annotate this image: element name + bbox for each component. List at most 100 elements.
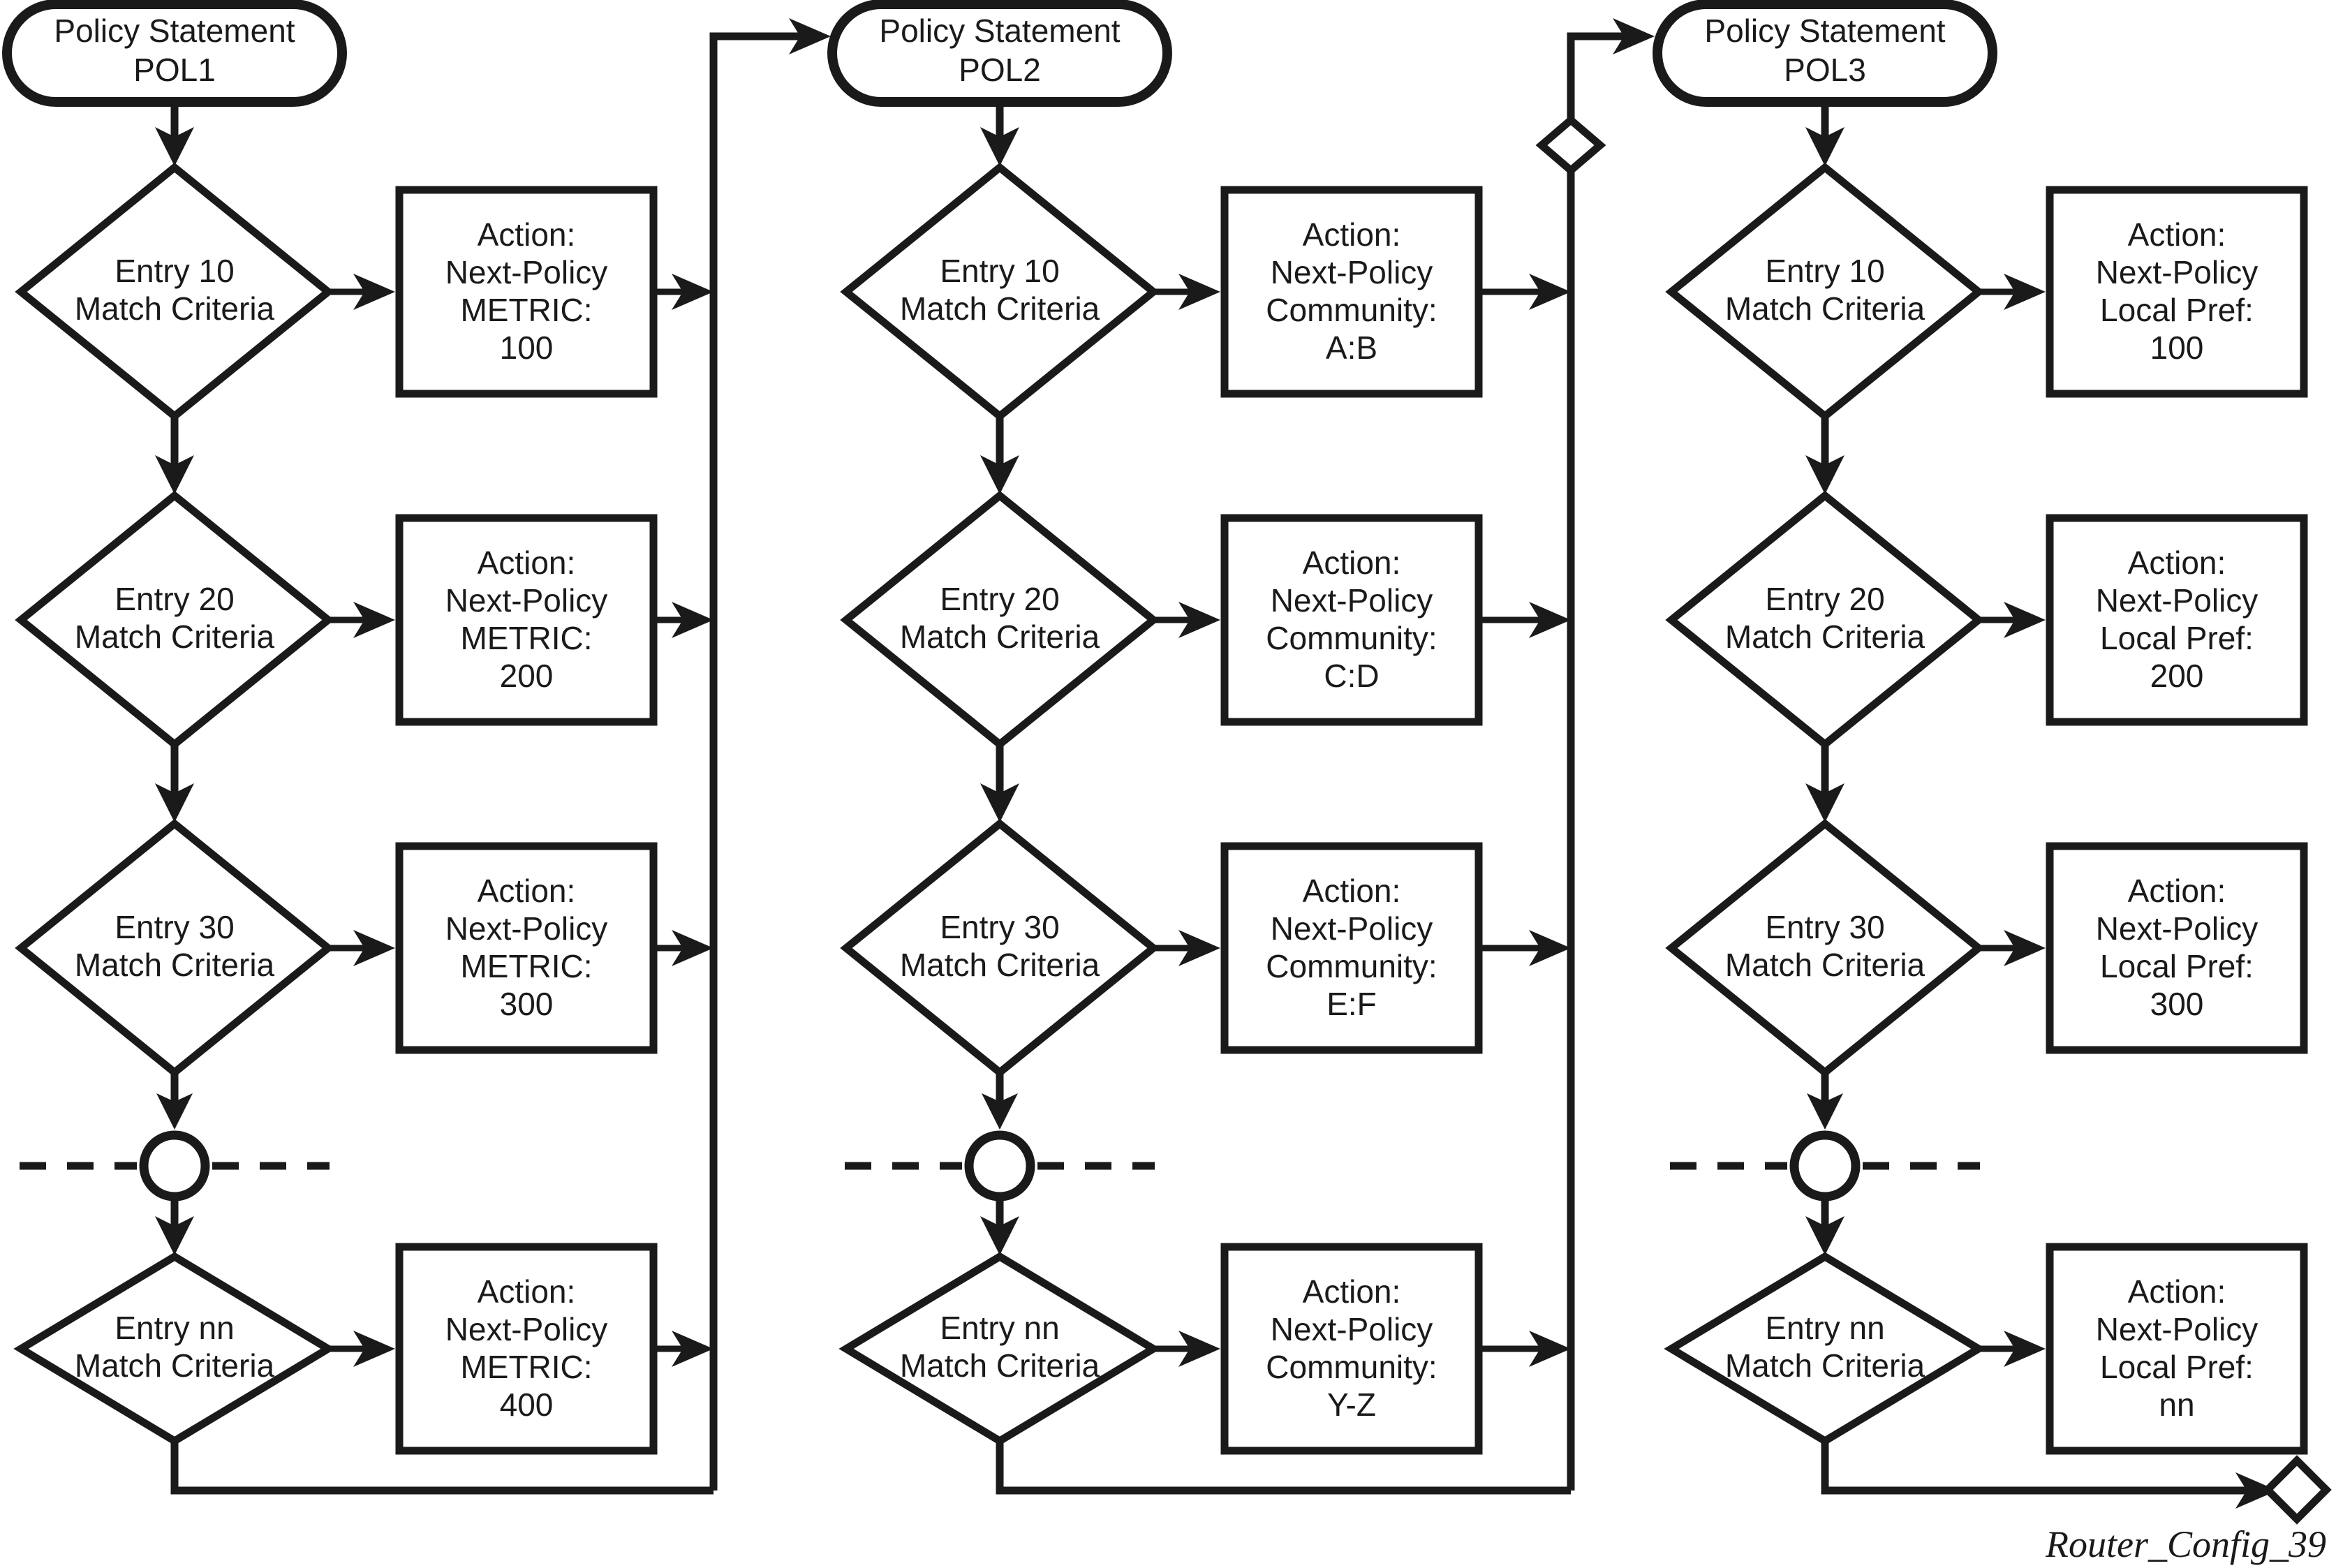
action-label-line1: Action: <box>478 1273 576 1310</box>
column-pol2: Policy Statement POL2 Entry 10 Match Cri… <box>827 0 1655 1495</box>
entry-node-pol1-20[interactable]: Entry 20 Match Criteria <box>15 490 334 750</box>
entry-label-line1: Entry 20 <box>940 581 1059 617</box>
entry-node-pol1-10[interactable]: Entry 10 Match Criteria <box>15 162 334 422</box>
action-box-shape <box>2046 186 2308 398</box>
action-label-line2: Next-Policy <box>1271 254 1433 290</box>
arrowhead-action30-collector <box>672 930 714 966</box>
continuation-circle-icon <box>1789 1130 1861 1201</box>
arrowhead-break-entrynn <box>155 1216 194 1255</box>
action-node-pol2-30[interactable]: Action: Next-Policy Community: E:F <box>1220 842 1483 1054</box>
entry-label-line2: Match Criteria <box>900 290 1100 327</box>
action-label-line1: Action: <box>2128 545 2226 581</box>
action-node-pol1-20[interactable]: Action: Next-Policy METRIC: 200 <box>395 514 658 726</box>
action-node-pol3-10[interactable]: Action: Next-Policy Local Pref: 100 <box>2046 186 2308 398</box>
entry-label-line1: Entry 20 <box>1765 581 1884 617</box>
entry-label-line2: Match Criteria <box>1725 1347 1925 1384</box>
arrowhead-collector-pol2 <box>789 18 831 54</box>
policy-title-line1: Policy Statement <box>1704 13 1945 49</box>
entry-label-line2: Match Criteria <box>1725 947 1925 983</box>
entry-label-line2: Match Criteria <box>1725 290 1925 327</box>
arrowhead-break-entrynn <box>980 1216 1019 1255</box>
arrowhead-break-entrynn <box>1805 1216 1845 1255</box>
policy-statement-pol2[interactable]: Policy Statement POL2 <box>827 0 1172 107</box>
arrowhead-entry20-entry30 <box>155 783 194 822</box>
entry-node-pol3-30[interactable]: Entry 30 Match Criteria <box>1665 818 1985 1078</box>
action-node-pol2-10[interactable]: Action: Next-Policy Community: A:B <box>1220 186 1483 398</box>
action-node-pol1-nn[interactable]: Action: Next-Policy METRIC: 400 <box>395 1243 658 1455</box>
arrowhead-pol3-entry10 <box>1805 127 1845 166</box>
entry-node-pol1-30[interactable]: Entry 30 Match Criteria <box>15 818 334 1078</box>
action-label-line4: A:B <box>1326 330 1377 366</box>
arrowhead-entry10-entry20 <box>1805 455 1845 494</box>
continuation-circle-icon <box>139 1130 210 1201</box>
action-label-line2: Next-Policy <box>2096 1311 2259 1347</box>
action-label-line3: METRIC: <box>460 620 592 656</box>
action-node-pol1-10[interactable]: Action: Next-Policy METRIC: 100 <box>395 186 658 398</box>
action-label-line1: Action: <box>478 216 576 253</box>
action-label-line3: Local Pref: <box>2100 292 2254 328</box>
action-node-pol2-nn[interactable]: Action: Next-Policy Community: Y-Z <box>1220 1243 1483 1455</box>
action-label-line4: E:F <box>1326 986 1377 1022</box>
action-label-line4: 300 <box>500 986 554 1022</box>
collector-line-pol1-to-pol2 <box>709 32 810 1491</box>
action-label-line3: METRIC: <box>460 948 592 984</box>
junction-diamond-icon <box>1535 114 1606 176</box>
action-box-shape <box>395 842 658 1054</box>
action-label-line1: Action: <box>2128 1273 2226 1310</box>
arrowhead-entrynn-actionnn <box>353 1331 395 1367</box>
entry-label-line1: Entry nn <box>114 1310 234 1346</box>
entry-label-line2: Match Criteria <box>75 619 275 655</box>
action-label-line2: Next-Policy <box>445 582 608 619</box>
arrowhead-pol2-entry10 <box>980 127 1019 166</box>
arrowhead-entry30-break <box>982 1093 1018 1130</box>
entry-node-pol2-nn[interactable]: Entry nn Match Criteria <box>838 1252 1161 1446</box>
action-box-shape <box>1220 1243 1483 1455</box>
entry-node-pol2-30[interactable]: Entry 30 Match Criteria <box>840 818 1160 1078</box>
action-node-pol1-30[interactable]: Action: Next-Policy METRIC: 300 <box>395 842 658 1054</box>
action-label-line2: Next-Policy <box>445 254 608 290</box>
action-label-line4: 400 <box>500 1386 554 1423</box>
entry-label-line2: Match Criteria <box>900 947 1100 983</box>
entry-label-line2: Match Criteria <box>900 1347 1100 1384</box>
entry-label-line1: Entry nn <box>1765 1310 1884 1346</box>
policy-title-line1: Policy Statement <box>54 13 295 49</box>
entry-label-line1: Entry nn <box>940 1310 1059 1346</box>
action-label-line2: Next-Policy <box>1271 1311 1433 1347</box>
action-node-pol3-30[interactable]: Action: Next-Policy Local Pref: 300 <box>2046 842 2308 1054</box>
action-label-line2: Next-Policy <box>2096 582 2259 619</box>
action-label-line3: METRIC: <box>460 292 592 328</box>
arrowhead-entry20-action20 <box>2004 602 2046 638</box>
entry-node-pol3-10[interactable]: Entry 10 Match Criteria <box>1665 162 1985 422</box>
action-label-line1: Action: <box>1303 545 1401 581</box>
entry-label-line1: Entry 20 <box>114 581 234 617</box>
arrowhead-collector-pol3 <box>1613 18 1655 54</box>
action-box-shape <box>2046 1243 2308 1455</box>
action-label-line3: Community: <box>1266 948 1437 984</box>
action-node-pol2-20[interactable]: Action: Next-Policy Community: C:D <box>1220 514 1483 726</box>
action-label-line1: Action: <box>1303 216 1401 253</box>
action-label-line1: Action: <box>478 873 576 909</box>
entry-label-line1: Entry 30 <box>114 909 234 945</box>
entry-node-pol3-nn[interactable]: Entry nn Match Criteria <box>1664 1252 1986 1446</box>
entry-node-pol1-nn[interactable]: Entry nn Match Criteria <box>13 1252 336 1446</box>
arrowhead-action10-collector <box>1529 274 1571 310</box>
arrowhead-action20-collector <box>1529 602 1571 638</box>
action-label-line3: Community: <box>1266 1349 1437 1385</box>
arrowhead-entry20-action20 <box>353 602 395 638</box>
arrowhead-action20-collector <box>672 602 714 638</box>
entry-label-line2: Match Criteria <box>75 947 275 983</box>
action-label-line2: Next-Policy <box>1271 910 1433 947</box>
action-label-line1: Action: <box>1303 873 1401 909</box>
arrowhead-bottom-exit <box>2235 1472 2277 1509</box>
column-pol3: Policy Statement POL3 Entry 10 Match Cri… <box>1653 0 2332 1525</box>
policy-statement-pol1[interactable]: Policy Statement POL1 <box>2 0 347 107</box>
policy-statement-pol3[interactable]: Policy Statement POL3 <box>1653 0 1997 107</box>
action-node-pol3-nn[interactable]: Action: Next-Policy Local Pref: nn <box>2046 1243 2308 1455</box>
entry-node-pol2-20[interactable]: Entry 20 Match Criteria <box>840 490 1160 750</box>
entry-node-pol2-10[interactable]: Entry 10 Match Criteria <box>840 162 1160 422</box>
entry-node-pol3-20[interactable]: Entry 20 Match Criteria <box>1665 490 1985 750</box>
action-label-line4: Y-Z <box>1327 1386 1376 1423</box>
arrowhead-entry30-action30 <box>2004 930 2046 966</box>
action-node-pol3-20[interactable]: Action: Next-Policy Local Pref: 200 <box>2046 514 2308 726</box>
arrowhead-action10-collector <box>672 274 714 310</box>
